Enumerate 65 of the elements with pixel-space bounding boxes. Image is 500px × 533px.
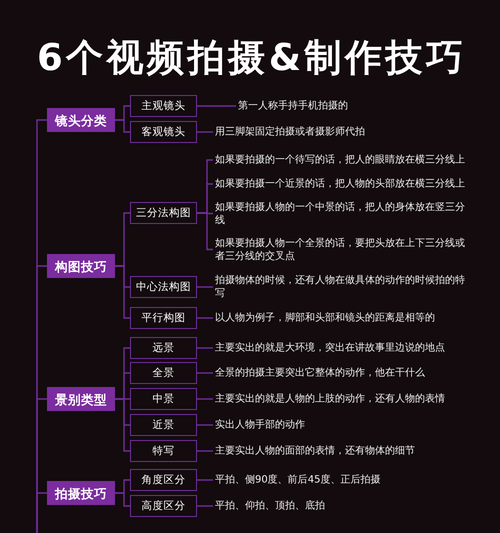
connector-line [197, 286, 213, 288]
description-text: 实出人物手部的动作 [215, 418, 305, 432]
subcategory-box [130, 337, 197, 359]
description-text: 主要实出的就是人物的上肢的动作，还有人物的表情 [215, 392, 445, 406]
description-text: 如果要拍摄的一个待写的话，把人的眼睛放在横三分线上 [215, 154, 465, 166]
category-box [47, 254, 115, 278]
subcategory-label: 中心法构图 [136, 280, 191, 294]
description-text: 全景的拍摄主要突出它整体的动作，他在干什么 [215, 366, 425, 380]
subcategory-box [130, 440, 197, 462]
subcategory-label: 高度区分 [142, 500, 186, 512]
title: 6个视频拍摄&制作技巧 [36, 35, 466, 81]
connector-line [197, 505, 213, 507]
subcategory-label: 客观镜头 [142, 126, 186, 138]
description-text: 以人物为例子，脚部和头部和镜头的距离是相等的 [215, 312, 435, 324]
subcategory-box [130, 362, 197, 384]
subcategory-label: 主观镜头 [142, 100, 186, 112]
description-text: 如果要拍摄一个近景的话，把人物的头部放在横三分线上 [215, 178, 465, 190]
category-box [47, 108, 115, 132]
connector-line [197, 450, 213, 452]
connector-line [115, 398, 130, 452]
description-text: 如果要拍摄人物的一个中景的话，把人的身体放在竖三分线 [215, 200, 467, 226]
category-label: 镜头分类 [55, 112, 107, 128]
connector-line [197, 372, 213, 374]
connector-line [197, 424, 213, 426]
description-text: 拍摄物体的时候，还有人物在做具体的动作的时候拍的特写 [215, 274, 467, 300]
description-text: 平拍、侧90度、前后45度、正后拍摄 [215, 474, 380, 486]
category-label: 景别类型 [55, 392, 107, 406]
description-text: 主要实出的就是大环境，突出在讲故事里边说的地点 [215, 342, 445, 354]
subcategory-box [130, 202, 197, 224]
subcategory-box [130, 121, 197, 143]
connector-line [197, 479, 213, 481]
connector-line [197, 347, 213, 349]
connector-line [197, 105, 236, 107]
connector-line [115, 119, 130, 133]
category-label: 拍摄技巧 [55, 486, 107, 500]
subcategory-box [130, 414, 197, 436]
connector-line [197, 317, 213, 319]
connector-line [197, 398, 213, 400]
subcategory-label: 近景 [152, 418, 174, 432]
connector-line [115, 492, 130, 507]
connector-line [197, 212, 213, 250]
connector-line [197, 131, 213, 133]
subcategory-label: 角度区分 [142, 474, 186, 486]
subcategory-box [130, 276, 197, 298]
description-text: 第一人称手持手机拍摄的 [238, 100, 348, 112]
subcategory-box [130, 95, 197, 117]
subcategory-box [130, 495, 197, 517]
subcategory-label: 中景 [152, 392, 174, 406]
category-label: 构图技巧 [55, 258, 107, 274]
subcategory-box [130, 388, 197, 410]
subcategory-box [130, 307, 197, 329]
description-text: 如果要拍摄人物一个全景的话，要把头放在上下三分线或者三分线的交叉点 [215, 236, 467, 262]
description-text: 平拍、仰拍、顶拍、底拍 [215, 500, 325, 512]
description-text: 用三脚架固定拍摄或者摄影师代拍 [215, 126, 365, 138]
subcategory-box [130, 469, 197, 491]
connector-line [36, 492, 47, 533]
description-text: 主要实出人物的面部的表情，还有物体的细节 [215, 444, 415, 458]
category-box [47, 387, 115, 411]
subcategory-label: 三分法构图 [136, 206, 191, 220]
subcategory-label: 全景 [152, 366, 174, 380]
connector-line [115, 265, 130, 319]
subcategory-label: 特写 [152, 444, 174, 458]
subcategory-label: 远景 [152, 342, 174, 354]
category-box [47, 481, 115, 505]
subcategory-label: 平行构图 [142, 312, 186, 324]
